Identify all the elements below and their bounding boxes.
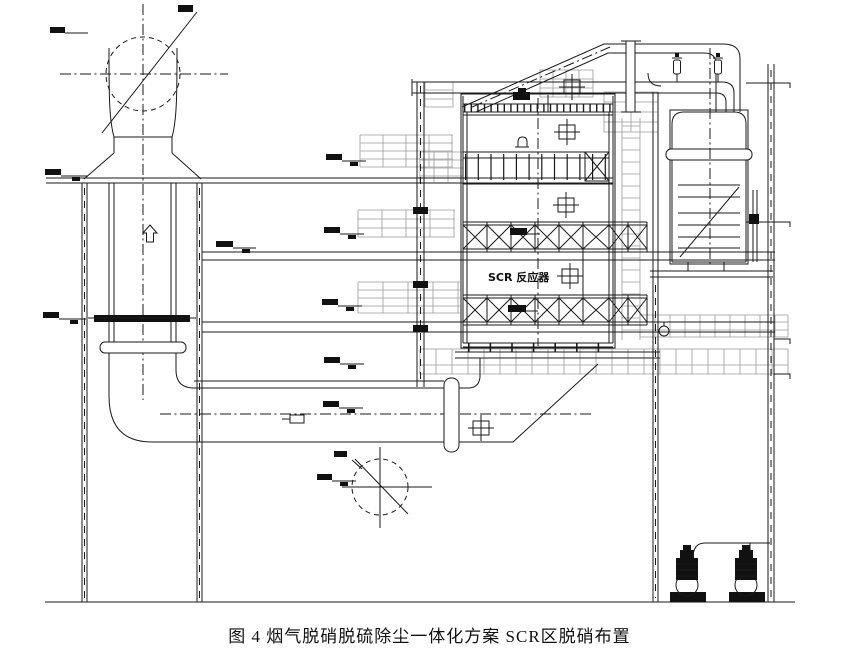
pump (670, 545, 706, 602)
left-flue-duct (81, 183, 203, 602)
elevation-marker (50, 27, 88, 34)
ammonia-tank (621, 40, 773, 278)
level-gauge-line (679, 186, 740, 258)
equipment-tag (508, 305, 538, 312)
manhole-icon (553, 118, 581, 146)
circulation-pumps (670, 542, 770, 602)
manhole-icon (552, 191, 580, 219)
beam-ticks (746, 82, 791, 379)
tank-flange (665, 148, 753, 161)
elevation-marker (216, 241, 256, 253)
flow-up-arrow-icon (141, 224, 159, 243)
tank-feet (681, 262, 731, 272)
duct-flange-vertical (443, 377, 460, 453)
elevation-marker (323, 401, 363, 413)
valve-icon (713, 53, 723, 82)
booster-fan-symbol (342, 447, 432, 528)
elevation-marker (324, 357, 364, 369)
pipe-bracket (413, 207, 428, 214)
manhole-icon (467, 414, 495, 442)
right-columns (652, 64, 791, 602)
elevation-markers (43, 5, 540, 486)
equipment-tag (513, 88, 530, 100)
outlet-duct-run (108, 353, 599, 453)
elevation-marker (322, 299, 362, 311)
elevation-marker (326, 154, 366, 166)
stack-fan-inlet (60, 4, 228, 400)
equipment-tag (510, 228, 540, 235)
catalyst-layer-2 (462, 297, 648, 323)
elevation-marker (324, 227, 364, 239)
pipe-rack (411, 79, 735, 387)
scr-inlet-duct (461, 43, 741, 113)
drain-symbol (658, 325, 670, 337)
pump (729, 545, 765, 602)
figure-caption: 图 4 烟气脱硝脱硫除尘一体化方案 SCR区脱硝布置 (228, 627, 631, 646)
valve-icon (672, 53, 682, 82)
vent-bell-icon (515, 136, 529, 148)
steel-column (625, 40, 636, 113)
floor-lines (45, 177, 795, 603)
pipe-bracket (413, 281, 428, 288)
support-platform (455, 351, 660, 359)
elevation-marker (45, 169, 88, 181)
engineering-drawing: SCR 反应器 (43, 4, 795, 603)
elevation-marker (43, 312, 86, 324)
elevation-marker (334, 451, 363, 470)
centerlines (60, 4, 228, 400)
manhole-icon (556, 262, 584, 290)
elevation-marker (178, 5, 193, 12)
tank-platform (650, 270, 773, 278)
manhole-icon (558, 73, 586, 101)
damper-symbol (289, 414, 305, 424)
duct-flange (99, 341, 187, 354)
pump-discharge-pipe (692, 542, 770, 559)
catalyst-layer-1 (462, 224, 648, 250)
pipe-fitting (749, 214, 759, 224)
scr-reactor-label: SCR 反应器 (488, 270, 550, 284)
scr-reactor: SCR 反应器 (455, 93, 670, 359)
pipe-bracket (413, 325, 428, 332)
pipe-elbow (647, 72, 662, 87)
elevation-marker (317, 474, 356, 486)
